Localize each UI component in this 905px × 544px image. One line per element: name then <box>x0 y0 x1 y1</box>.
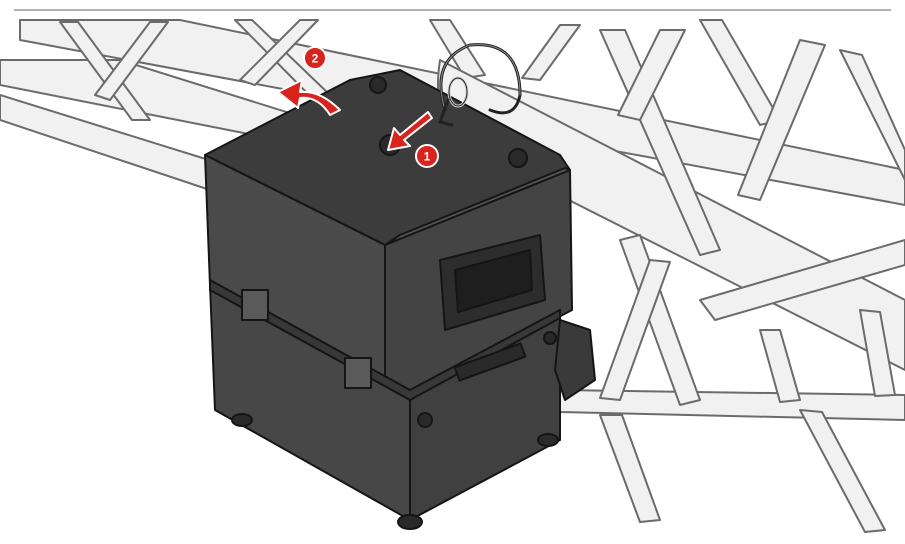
truss-lacing-6 <box>521 24 581 81</box>
latch-left <box>241 289 269 321</box>
latch-right <box>344 357 372 389</box>
truss-tube-bottom-right <box>699 239 905 321</box>
step-number-2: 2 <box>312 52 319 66</box>
cabinet-handle-inner <box>454 249 533 313</box>
cable-ring-outline <box>448 77 468 107</box>
foot-right <box>537 433 559 447</box>
truss-lacing-7 <box>599 29 721 256</box>
truss-lacing-10 <box>737 39 826 201</box>
truss-clamp-icon <box>554 319 596 401</box>
arrow-red-icon <box>387 111 433 151</box>
truss-lacing-15 <box>599 259 671 401</box>
step-badge-icon <box>415 144 439 168</box>
safety-cable-icon <box>438 43 522 127</box>
connector-plate <box>453 342 527 382</box>
foot-front <box>397 514 423 530</box>
truss-lacing-13 <box>759 329 801 403</box>
truss-lacing-16 <box>799 409 886 533</box>
step-badge-1: 1 <box>415 144 439 168</box>
cable-loop-highlight <box>440 44 521 111</box>
step-number-1: 1 <box>424 150 431 164</box>
step-badge-icon <box>303 46 327 70</box>
truss-lacing-8 <box>617 29 686 121</box>
foot-left <box>231 413 253 427</box>
truss-lacing-2 <box>94 21 169 101</box>
truss-lacing-17 <box>599 414 661 523</box>
step-badge-2: 2 <box>303 46 327 70</box>
cabinet-chamfer <box>384 167 571 246</box>
truss-lacing-4 <box>239 19 319 86</box>
side-recess-lower <box>417 412 433 428</box>
truss-lacing-11 <box>839 49 905 181</box>
truss-lacing-5 <box>429 19 486 79</box>
speaker-cabinet <box>204 69 596 530</box>
top-socket-back <box>369 76 387 94</box>
cable-shackle <box>438 98 454 127</box>
truss-lacing-12 <box>619 234 701 406</box>
top-socket-right <box>508 148 528 168</box>
truss-lacing-14 <box>859 309 896 397</box>
arrow-red-icon-2 <box>277 79 341 116</box>
truss-lacing-9 <box>699 19 781 126</box>
cabinet-band <box>209 279 561 401</box>
side-recess-right <box>543 331 557 345</box>
